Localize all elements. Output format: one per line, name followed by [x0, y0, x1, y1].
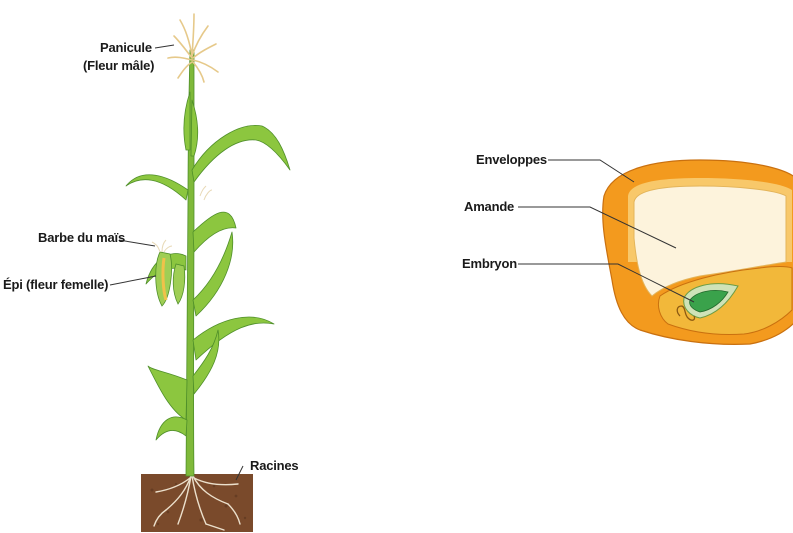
label-endosperm: Amande	[464, 199, 514, 214]
label-panicle: Panicule	[100, 40, 152, 55]
label-ear: Épi (fleur femelle)	[3, 277, 108, 292]
panicle-leader	[155, 45, 174, 48]
label-panicle-sub: (Fleur mâle)	[83, 58, 154, 73]
label-envelopes: Enveloppes	[476, 152, 547, 167]
kernel-section	[603, 160, 793, 344]
label-silk: Barbe du maïs	[38, 230, 125, 245]
maize-plant	[126, 14, 290, 532]
leaves	[126, 92, 290, 440]
label-embryo: Embryon	[462, 256, 517, 271]
label-roots: Racines	[250, 458, 298, 473]
